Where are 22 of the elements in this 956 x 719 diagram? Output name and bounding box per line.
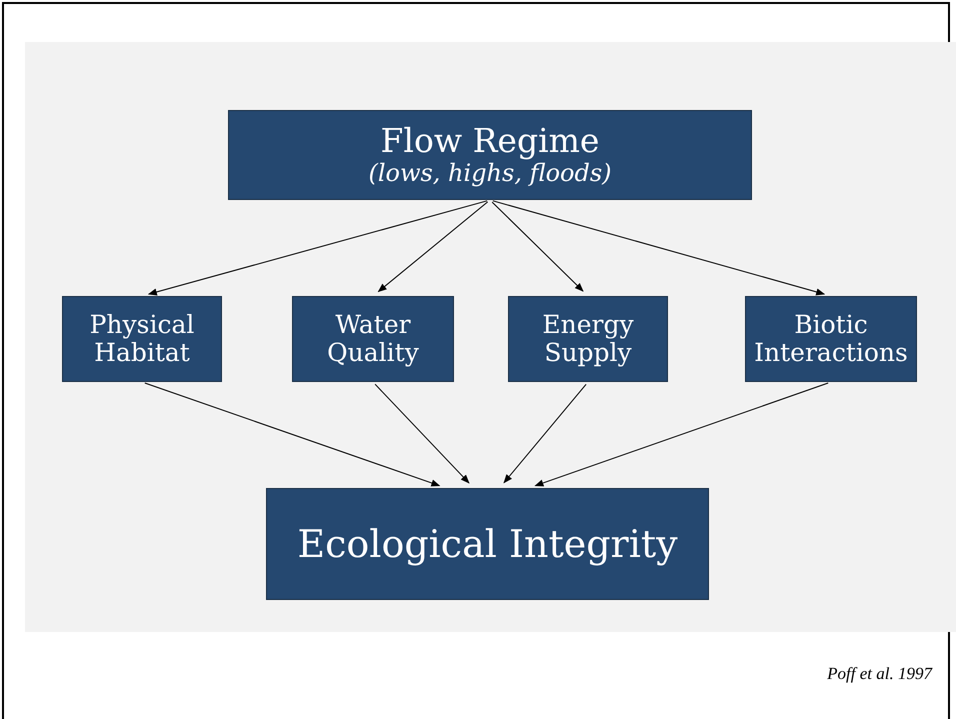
process-box	[745, 296, 917, 382]
process-box	[508, 296, 668, 382]
arrow	[492, 200, 826, 296]
process-box	[292, 296, 454, 382]
arrow	[144, 382, 440, 486]
box-title: Energy Supply	[541, 311, 635, 367]
process-box	[62, 296, 222, 382]
arrow	[374, 384, 470, 484]
process-box	[228, 110, 752, 200]
arrow	[148, 200, 488, 296]
arrow	[492, 202, 584, 292]
box-title: Biotic Interactions	[753, 311, 909, 367]
process-box	[266, 488, 709, 600]
citation: Poff et al. 1997	[827, 664, 932, 684]
box-title: Physical Habitat	[88, 311, 196, 367]
box-subtitle: (lows, highs, floods)	[368, 160, 612, 187]
box-title: Flow Regime	[380, 123, 600, 160]
arrow	[503, 384, 587, 484]
box-title: Water Quality	[326, 311, 420, 367]
arrow	[534, 382, 829, 486]
box-title: Ecological Integrity	[297, 522, 678, 566]
arrow	[378, 201, 488, 292]
